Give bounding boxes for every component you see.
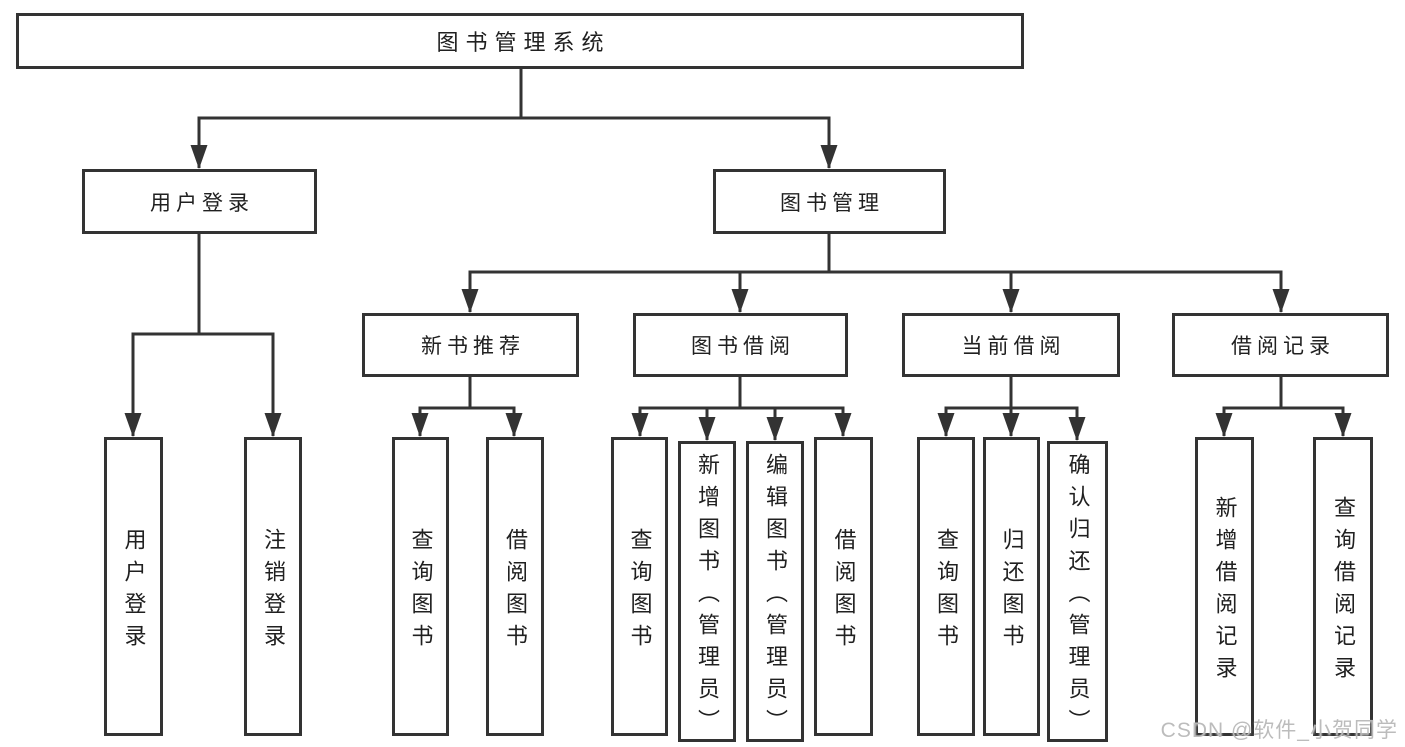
leaf-recommend-query-books: 查询图书 xyxy=(392,437,449,736)
leaf-current-query-books: 查询图书 xyxy=(917,437,975,736)
leaf-logout: 注销登录 xyxy=(244,437,302,736)
node-user-login-label: 用户登录 xyxy=(150,191,254,215)
leaf-current-query-books-label: 查询图书 xyxy=(934,527,959,656)
leaf-logout-label: 注销登录 xyxy=(261,527,286,656)
leaf-edit-books-admin: 编辑图书（管理员） xyxy=(746,441,804,742)
connector-borrow-records-trunk xyxy=(1222,375,1345,410)
leaf-confirm-return-admin: 确认归还（管理员） xyxy=(1047,441,1108,742)
node-library-system: 图书管理系统 xyxy=(16,13,1024,69)
node-new-book-recommend-label: 新书推荐 xyxy=(421,335,525,358)
connector-group xyxy=(124,69,1352,441)
leaf-recommend-query-books-label: 查询图书 xyxy=(408,527,434,656)
node-new-book-recommend: 新书推荐 xyxy=(362,313,579,377)
node-book-borrow-label: 图书借阅 xyxy=(691,335,795,358)
node-current-borrow: 当前借阅 xyxy=(902,313,1120,377)
leaf-confirm-return-admin-label: 确认归还（管理员） xyxy=(1065,452,1091,741)
leaf-borrow-borrow-books: 借阅图书 xyxy=(814,437,873,736)
connector-book-management-trunk xyxy=(468,234,1283,274)
connector-root-trunk xyxy=(197,69,831,120)
leaf-return-books-label: 归还图书 xyxy=(999,527,1025,656)
node-current-borrow-label: 当前借阅 xyxy=(961,335,1066,358)
leaf-recommend-borrow-books: 借阅图书 xyxy=(486,437,544,736)
leaf-add-books-admin: 新增图书（管理员） xyxy=(678,441,736,742)
node-borrow-records-label: 借阅记录 xyxy=(1231,335,1335,358)
node-user-login: 用户登录 xyxy=(82,169,317,234)
leaf-query-borrow-record: 查询借阅记录 xyxy=(1313,437,1373,736)
node-book-management-label: 图书管理 xyxy=(780,191,884,215)
leaf-add-books-admin-label: 新增图书（管理员） xyxy=(695,452,720,741)
leaf-add-borrow-record: 新增借阅记录 xyxy=(1195,437,1254,736)
connector-book-borrow-trunk xyxy=(638,377,845,410)
leaf-borrow-query-books-label: 查询图书 xyxy=(627,527,653,656)
csdn-watermark: CSDN @软件_小贺同学 xyxy=(1160,719,1398,742)
node-book-management: 图书管理 xyxy=(713,169,946,234)
leaf-borrow-borrow-books-label: 借阅图书 xyxy=(831,527,857,656)
node-borrow-records: 借阅记录 xyxy=(1172,313,1389,377)
connector-new-book-trunk xyxy=(418,377,516,410)
leaf-user-login-label: 用户登录 xyxy=(121,527,147,656)
leaf-return-books: 归还图书 xyxy=(983,437,1040,736)
leaf-recommend-borrow-books-label: 借阅图书 xyxy=(503,527,528,656)
node-book-borrow: 图书借阅 xyxy=(633,313,848,377)
leaf-user-login: 用户登录 xyxy=(104,437,163,736)
connector-user-login-trunk xyxy=(131,234,275,336)
connector-current-borrow-trunk xyxy=(944,377,1079,410)
node-library-system-label: 图书管理系统 xyxy=(436,30,611,55)
leaf-add-borrow-record-label: 新增借阅记录 xyxy=(1212,495,1238,688)
leaf-borrow-query-books: 查询图书 xyxy=(611,437,668,736)
leaf-edit-books-admin-label: 编辑图书（管理员） xyxy=(763,452,788,741)
leaf-query-borrow-record-label: 查询借阅记录 xyxy=(1331,495,1356,688)
